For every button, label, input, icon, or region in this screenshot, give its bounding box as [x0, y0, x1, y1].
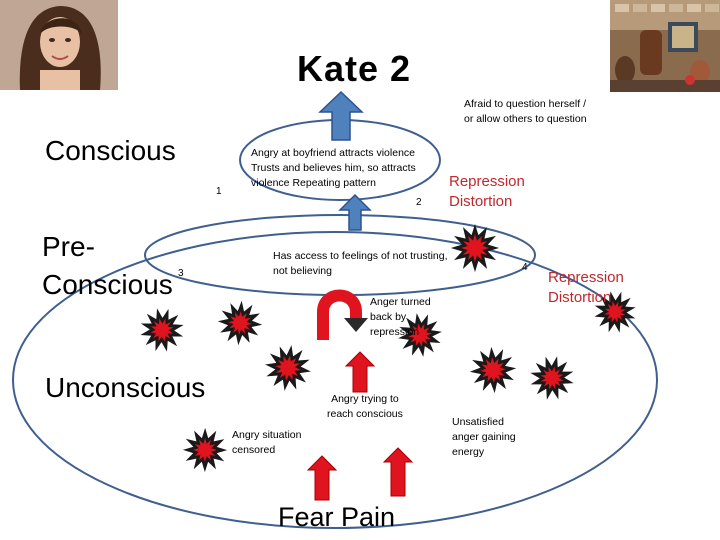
- marker-number-1: 1: [216, 186, 222, 197]
- repression-label-upper: Repression Distortion: [449, 172, 525, 212]
- annotation-anger-turned: Anger turned back by repression: [370, 295, 431, 340]
- annotation-afraid: Afraid to question herself / or allow ot…: [464, 97, 587, 127]
- artifacts-photo: [610, 0, 720, 92]
- annotation-line: anger gaining: [452, 431, 516, 443]
- marker-number-3: 3: [178, 268, 184, 279]
- annotation-line: censored: [232, 444, 276, 456]
- annotation-line: Trusts and believes him, so attracts: [251, 162, 416, 174]
- marker-number-4: 4: [522, 262, 528, 273]
- annotation-line: Has access to feelings of not trusting,: [273, 250, 448, 262]
- repression-line: Distortion: [449, 193, 513, 210]
- annotation-angry-boyfriend: Angry at boyfriend attracts violence Tru…: [251, 146, 416, 191]
- repression-line: Distortion: [548, 289, 612, 306]
- red-arrow-up-1: [344, 351, 376, 393]
- anger-burst-icon: [398, 313, 442, 357]
- repression-line: Repression: [548, 269, 624, 286]
- anger-burst-icon: [265, 345, 311, 391]
- annotation-line: energy: [452, 446, 485, 458]
- repression-line: Repression: [449, 173, 525, 190]
- anger-burst-icon: [217, 300, 263, 346]
- anger-burst-icon: [530, 356, 574, 400]
- annotation-line: Angry trying to: [331, 393, 399, 405]
- fear-pain-label: Fear Pain: [278, 502, 396, 532]
- repression-label-lower: Repression Distortion: [548, 268, 624, 308]
- annotation-angry-situation: Angry situation censored: [232, 428, 301, 458]
- red-arrow-up-2: [306, 455, 338, 501]
- annotation-line: repression: [370, 326, 420, 338]
- annotation-angry-trying: Angry trying to reach conscious: [327, 392, 403, 422]
- blue-arrow-middle: [338, 193, 372, 231]
- annotation-line: Unsatisfied: [452, 416, 504, 428]
- annotation-line: Afraid to question herself /: [464, 98, 586, 110]
- anger-burst-icon: [140, 308, 184, 352]
- annotation-line: or allow others to question: [464, 113, 587, 125]
- red-arrow-up-3: [382, 447, 414, 497]
- anger-burst-icon: [450, 223, 500, 273]
- level-conscious-label: Conscious: [45, 135, 176, 166]
- anger-burst-icon: [594, 291, 636, 333]
- annotation-access-feelings: Has access to feelings of not trusting, …: [273, 249, 448, 279]
- anger-burst-icon: [182, 427, 228, 473]
- marker-number-2: 2: [416, 197, 422, 208]
- annotation-line: Anger turned: [370, 296, 431, 308]
- level-preconscious-label: Pre-Conscious: [42, 231, 173, 300]
- level-unconscious-label: Unconscious: [45, 372, 206, 403]
- slide-title: Kate 2: [297, 48, 412, 89]
- blue-arrow-top: [318, 90, 364, 141]
- annotation-line: Angry situation: [232, 429, 302, 441]
- annotation-line: reach conscious: [327, 408, 403, 420]
- portrait-photo: [0, 0, 118, 90]
- annotation-line: Angry at boyfriend attracts violence: [251, 147, 416, 159]
- annotation-line: violence Repeating pattern: [251, 177, 376, 189]
- anger-bursts: [140, 223, 636, 473]
- unconscious-ellipse: [12, 231, 658, 529]
- annotation-line: back by: [370, 311, 407, 323]
- annotation-line: not believing: [273, 265, 332, 277]
- red-curved-arrow: [317, 289, 368, 340]
- anger-burst-icon: [469, 346, 517, 394]
- annotation-unsatisfied-anger: Unsatisfied anger gaining energy: [452, 415, 516, 460]
